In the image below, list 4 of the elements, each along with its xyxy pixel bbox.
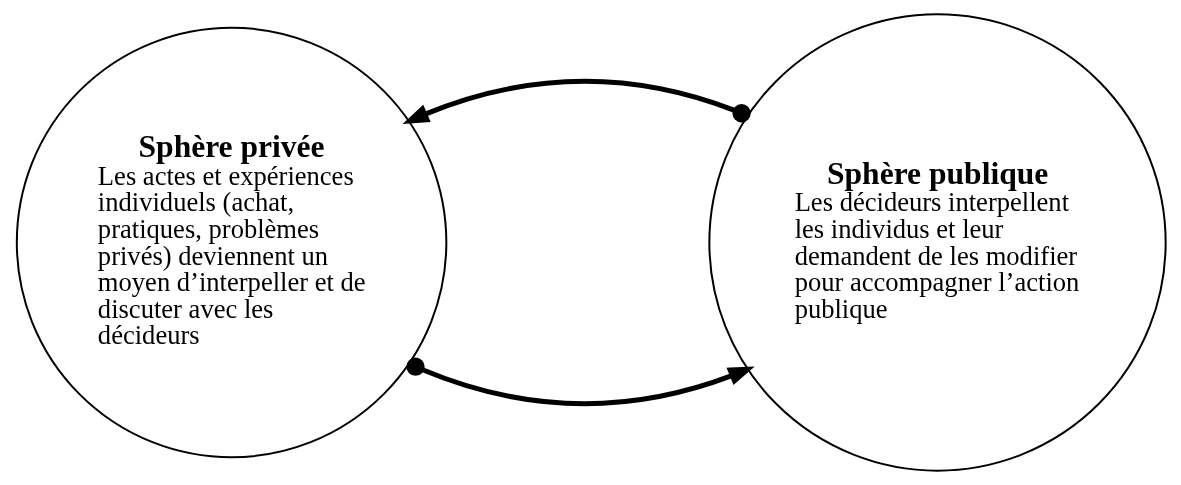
arrow xyxy=(405,357,755,407)
node-circle: Sphère publique Les décideurs interpellent les individus et leur demandent de les modifier pour accompagner l’action publique xyxy=(707,13,1167,472)
node-circle: Sphère privée Les actes et expériences individuels (achat, pratiques, problèmes privés) deviennent un moyen d’interpeller et de discuter avec les décideurs xyxy=(15,26,447,459)
arrow xyxy=(402,78,751,124)
